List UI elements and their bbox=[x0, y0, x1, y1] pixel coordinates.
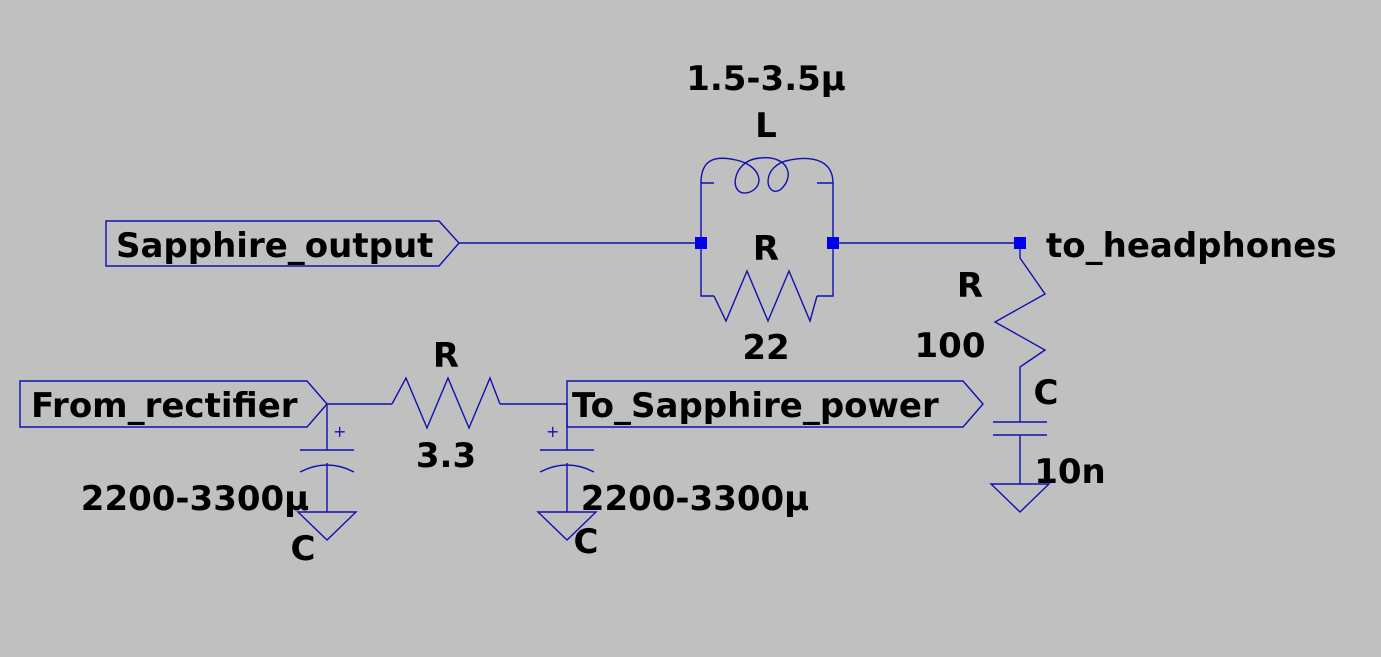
junction-dot bbox=[1014, 237, 1026, 249]
net-flag-sapphire-output[interactable]: Sapphire_output bbox=[105, 220, 460, 267]
net-label-to-headphones: to_headphones bbox=[1046, 226, 1337, 266]
capacitor-10n-symbol[interactable] bbox=[993, 421, 1047, 436]
resistor-3.3-value: 3.3 bbox=[416, 436, 476, 476]
capacitor-output-value: 2200-3300µ bbox=[581, 479, 809, 519]
resistor-100-name: R bbox=[957, 266, 983, 306]
capacitor-input-value: 2200-3300µ bbox=[81, 479, 309, 519]
resistor-100-value: 100 bbox=[915, 326, 986, 366]
inductor-name: L bbox=[755, 106, 777, 146]
wire-inductor-right bbox=[817, 182, 834, 243]
capacitor-10n-name: C bbox=[1034, 373, 1059, 413]
resistor-22-value: 22 bbox=[742, 328, 789, 368]
resistor-3.3-name: R bbox=[433, 336, 459, 376]
inductor-symbol[interactable] bbox=[700, 157, 834, 194]
net-label-sapphire-output: Sapphire_output bbox=[116, 226, 433, 266]
polarity-plus-icon: + bbox=[333, 422, 346, 441]
wire-inductor-left bbox=[700, 182, 714, 243]
ground-icon bbox=[536, 511, 598, 541]
junction-dot bbox=[695, 237, 707, 249]
ground-icon bbox=[296, 511, 358, 541]
resistor-3.3-symbol[interactable] bbox=[391, 376, 501, 430]
wire-resistor-left bbox=[700, 243, 714, 297]
net-label-to-sapphire-power: To_Sapphire_power bbox=[572, 386, 939, 426]
net-flag-to-sapphire-power[interactable]: To_Sapphire_power bbox=[566, 380, 984, 428]
capacitor-10n-value: 10n bbox=[1034, 452, 1106, 492]
net-flag-from-rectifier[interactable]: From_rectifier bbox=[19, 380, 328, 428]
polarity-plus-icon: + bbox=[546, 422, 559, 441]
junction-dot bbox=[827, 237, 839, 249]
resistor-22-name: R bbox=[753, 229, 779, 269]
inductor-value: 1.5-3.5µ bbox=[686, 59, 846, 99]
capacitor-input-name: C bbox=[291, 529, 316, 569]
ground-icon bbox=[989, 483, 1051, 513]
wire-resistor-right bbox=[817, 243, 834, 297]
capacitor-output-name: C bbox=[574, 522, 599, 562]
net-label-from-rectifier: From_rectifier bbox=[31, 386, 298, 426]
resistor-100-symbol[interactable] bbox=[993, 257, 1047, 368]
resistor-22-symbol[interactable] bbox=[713, 269, 818, 324]
